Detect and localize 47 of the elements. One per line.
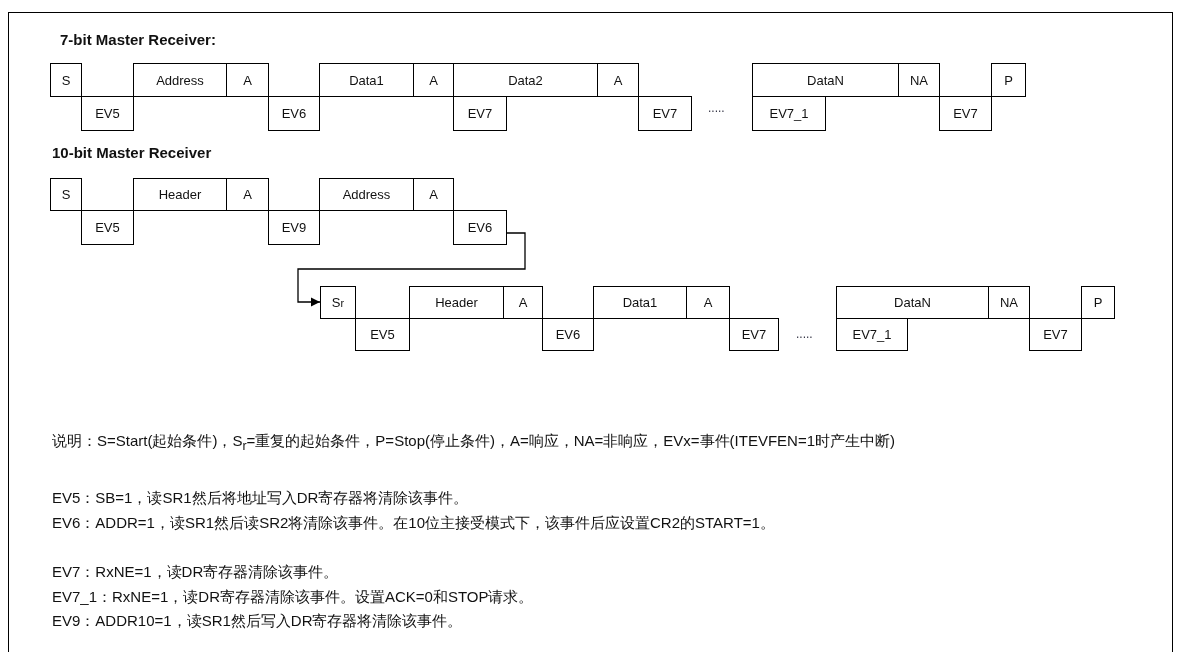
frame-field: Address <box>133 63 227 97</box>
event-note: EV7_1：RxNE=1，读DR寄存器清除该事件。设置ACK=0和STOP请求。 <box>52 587 534 607</box>
event-marker: EV7_1 <box>836 318 908 351</box>
frame-field: Data1 <box>593 286 687 319</box>
frame-field: A <box>413 63 454 97</box>
frame-field: Header <box>133 178 227 211</box>
ellipsis: ..... <box>796 326 813 343</box>
frame-field: P <box>1081 286 1115 319</box>
section-heading: 10-bit Master Receiver <box>52 143 212 163</box>
event-marker: EV9 <box>268 210 320 245</box>
event-note: EV9：ADDR10=1，读SR1然后写入DR寄存器将清除该事件。 <box>52 611 463 631</box>
event-marker: EV5 <box>81 210 134 245</box>
frame-field: S <box>50 178 82 211</box>
frame-field: Data1 <box>319 63 414 97</box>
frame-field: DataN <box>752 63 899 97</box>
frame-field: P <box>991 63 1026 97</box>
event-note: EV7：RxNE=1，读DR寄存器清除该事件。 <box>52 562 339 582</box>
frame-field: A <box>226 63 269 97</box>
event-marker: EV5 <box>355 318 410 351</box>
event-marker: EV6 <box>542 318 594 351</box>
frame-field: Address <box>319 178 414 211</box>
section-heading: 7-bit Master Receiver: <box>60 30 216 50</box>
frame-field: S <box>50 63 82 97</box>
event-marker: EV7 <box>1029 318 1082 351</box>
frame-field: NA <box>988 286 1030 319</box>
event-note: EV5：SB=1，读SR1然后将地址写入DR寄存器将清除该事件。 <box>52 488 469 508</box>
frame-field: A <box>686 286 730 319</box>
event-marker: EV5 <box>81 96 134 131</box>
frame-field: A <box>597 63 639 97</box>
frame-field: DataN <box>836 286 989 319</box>
event-marker: EV7 <box>638 96 692 131</box>
legend-note: 说明：S=Start(起始条件)，S$_{r}$=重复的起始条件，P=Stop(停止条件)，A=响应，NA=非响应，EVx=事件(ITEVFEN=1时产生中断) <box>52 431 896 455</box>
event-marker: EV7 <box>453 96 507 131</box>
event-marker: EV7 <box>939 96 992 131</box>
event-marker: EV6 <box>453 210 507 245</box>
event-marker: EV6 <box>268 96 320 131</box>
frame-field: A <box>503 286 543 319</box>
frame-field: NA <box>898 63 940 97</box>
frame-field: Data2 <box>453 63 598 97</box>
event-marker: EV7 <box>729 318 779 351</box>
frame-field: A <box>226 178 269 211</box>
ellipsis: ..... <box>708 100 725 117</box>
arrow <box>297 232 526 307</box>
frame-field: Header <box>409 286 504 319</box>
event-marker: EV7_1 <box>752 96 826 131</box>
frame-field: A <box>413 178 454 211</box>
event-note: EV6：ADDR=1，读SR1然后读SR2将清除该事件。在10位主接受模式下，该事件后应设置CR2的START=1。 <box>52 513 775 533</box>
